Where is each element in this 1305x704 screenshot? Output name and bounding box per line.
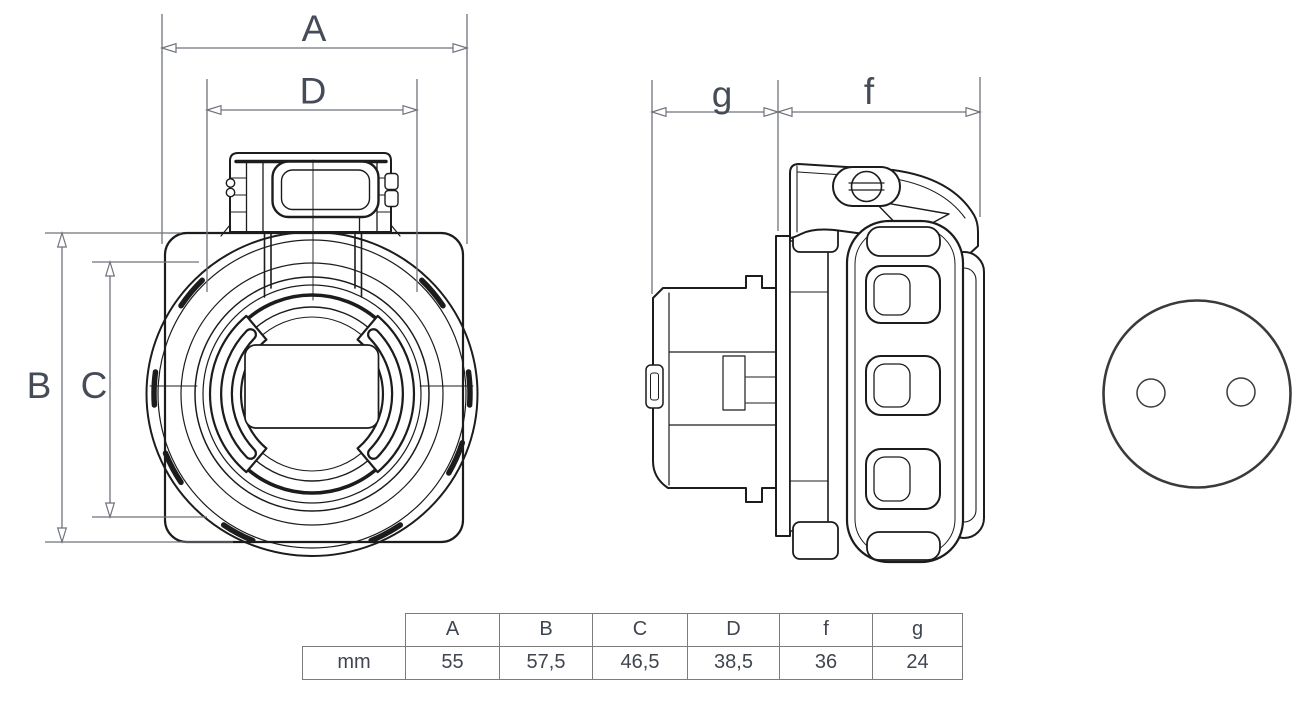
front-latch-opening xyxy=(271,160,380,219)
front-cover-strap xyxy=(263,231,363,298)
dimension-table: A B C D f g mm 55 57,5 46,5 38,5 36 24 xyxy=(302,613,963,680)
front-latch-screw xyxy=(225,178,236,188)
table-value-d: 38,5 xyxy=(687,645,780,680)
dim-label-f: f xyxy=(864,71,875,112)
front-centerlines xyxy=(149,159,474,387)
dim-label-g: g xyxy=(712,74,733,115)
side-rear-housing xyxy=(645,275,777,503)
table-header-d: D xyxy=(687,613,780,647)
table-value-b: 57,5 xyxy=(499,645,593,680)
front-center-window xyxy=(244,344,380,429)
side-view xyxy=(645,163,985,564)
dim-label-c: C xyxy=(81,365,108,406)
table-header-row: A B C D f g xyxy=(303,613,963,647)
table-header-f: f xyxy=(779,613,873,647)
dim-label-d: D xyxy=(300,71,327,112)
face-pin-hole-right xyxy=(1226,377,1256,407)
dimension-arrowheads xyxy=(56,42,983,545)
face-pin-hole-left xyxy=(1136,378,1166,408)
contact-face-view xyxy=(1102,299,1292,489)
dimension-annotations: A D B C g f xyxy=(27,8,983,545)
table-header-c: C xyxy=(592,613,688,647)
front-view xyxy=(145,152,479,557)
table-value-f: 36 xyxy=(779,645,873,680)
front-latch-tab xyxy=(384,172,399,191)
table-corner-cell xyxy=(303,614,406,647)
table-header-a: A xyxy=(405,613,500,647)
dim-label-a: A xyxy=(302,8,327,49)
table-value-a: 55 xyxy=(405,645,500,680)
table-values-row: mm 55 57,5 46,5 38,5 36 24 xyxy=(302,645,963,680)
face-outline xyxy=(1102,299,1292,489)
front-grip-notches xyxy=(151,277,473,544)
extension-lines xyxy=(45,14,981,543)
table-value-c: 46,5 xyxy=(592,645,688,680)
dimension-lines xyxy=(61,47,980,542)
side-grip-ribs xyxy=(865,226,941,561)
front-cover-latch xyxy=(220,152,401,237)
side-hinge-screw xyxy=(832,166,901,207)
table-header-g: g xyxy=(872,613,963,647)
side-release-tab xyxy=(645,364,664,409)
dim-label-b: B xyxy=(27,365,52,406)
front-arc-slots xyxy=(220,328,404,460)
table-unit-cell: mm xyxy=(302,645,406,680)
table-header-b: B xyxy=(499,613,593,647)
table-value-g: 24 xyxy=(872,645,963,680)
side-mounting-flange xyxy=(775,214,839,560)
